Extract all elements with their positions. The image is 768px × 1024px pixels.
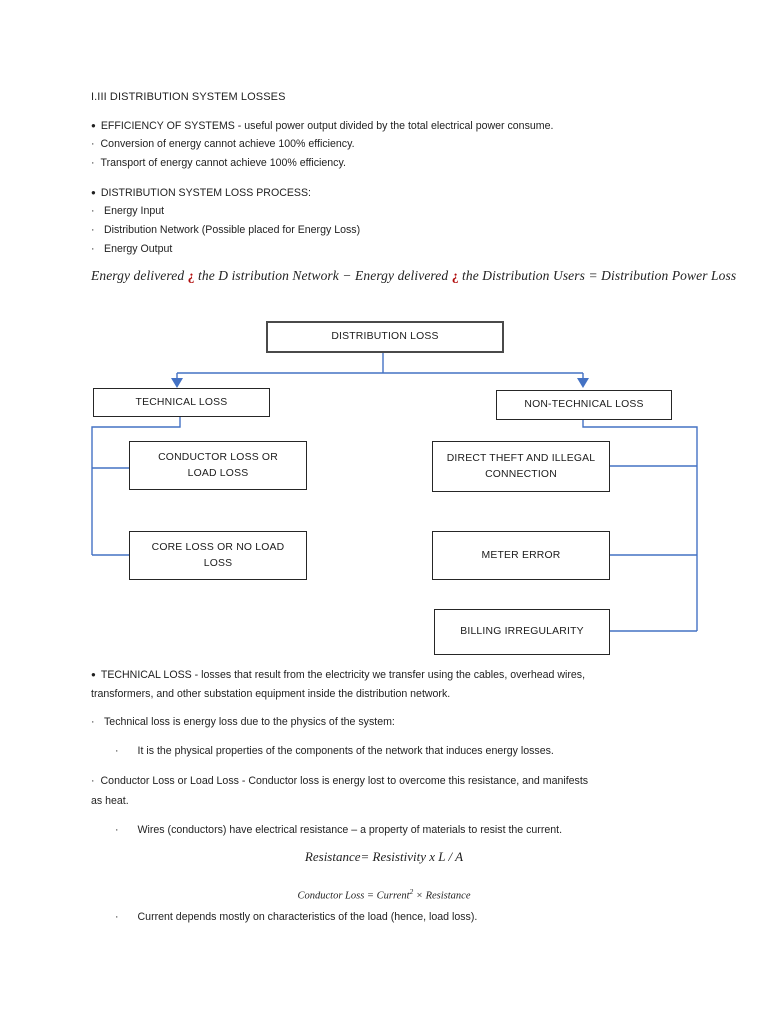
flowchart-box-core-loss: CORE LOSS OR NO LOAD LOSS — [129, 531, 307, 580]
dot-bullet-icon: · — [115, 745, 119, 757]
process-item-text: Distribution Network (Possible placed fo… — [104, 224, 361, 236]
paragraph-text: It is the physical properties of the com… — [137, 745, 554, 757]
physics-line: · Technical loss is energy loss due to th… — [91, 715, 395, 730]
arrowhead-right — [577, 378, 589, 388]
dot-bullet-icon: · — [91, 205, 95, 217]
bullet-icon: ● — [91, 188, 96, 197]
box-label: NON-TECHNICAL LOSS — [524, 399, 644, 410]
flowchart-box-distribution-loss: DISTRIBUTION LOSS — [266, 321, 504, 353]
process-heading-text: DISTRIBUTION SYSTEM LOSS PROCESS: — [100, 187, 311, 199]
physical-properties-line: · It is the physical properties of the co… — [115, 744, 554, 759]
efficiency-item-text: Transport of energy cannot achieve 100% … — [100, 157, 346, 169]
paragraph-text: Wires (conductors) have electrical resis… — [137, 824, 563, 836]
page-title: I.III DISTRIBUTION SYSTEM LOSSES — [91, 91, 286, 103]
paragraph-text: Current depends mostly on characteristic… — [137, 911, 478, 923]
process-item-input: · Energy Input — [91, 204, 164, 219]
box-label: DIRECT THEFT AND ILLEGAL CONNECTION — [447, 451, 596, 483]
flowchart-box-billing-irregularity: BILLING IRREGULARITY — [434, 609, 610, 655]
box-label: DISTRIBUTION LOSS — [331, 331, 439, 342]
bullet-icon: ● — [91, 121, 96, 130]
process-item-network: · Distribution Network (Possible placed f… — [91, 223, 360, 238]
bullet-icon: ● — [91, 670, 96, 679]
dot-bullet-icon: · — [91, 224, 95, 236]
flowchart-box-technical-loss: TECHNICAL LOSS — [93, 388, 270, 417]
conductor-loss-paragraph-line2: as heat. — [91, 794, 129, 809]
equation-error-marker: ¿ — [451, 268, 459, 283]
equation-text: Conductor Loss = Current — [297, 890, 410, 902]
arrowhead-left — [171, 378, 183, 388]
dot-bullet-icon: · — [91, 157, 95, 169]
flowchart-box-meter-error: METER ERROR — [432, 531, 610, 580]
technical-loss-paragraph-line2: transformers, and other substation equip… — [91, 687, 450, 702]
efficiency-item-transport: · Transport of energy cannot achieve 100%… — [91, 156, 346, 171]
efficiency-heading-text: EFFICIENCY OF SYSTEMS - useful power out… — [100, 120, 554, 132]
conductor-loss-paragraph-line1: · Conductor Loss or Load Loss - Conductor… — [91, 774, 588, 789]
flowchart-box-conductor-loss: CONDUCTOR LOSS OR LOAD LOSS — [129, 441, 307, 490]
wires-line: · Wires (conductors) have electrical resi… — [115, 823, 562, 838]
paragraph-text: transformers, and other substation equip… — [91, 688, 451, 700]
equation-text: Energy delivered — [91, 268, 188, 283]
dot-bullet-icon: · — [91, 243, 95, 255]
box-label-line2: LOAD LOSS — [187, 467, 249, 479]
technical-loss-paragraph-line1: ● TECHNICAL LOSS - losses that result fro… — [91, 667, 585, 683]
box-label-line2: CONNECTION — [485, 468, 557, 480]
dot-bullet-icon: · — [115, 911, 119, 923]
box-label: METER ERROR — [481, 549, 561, 561]
process-item-text: Energy Output — [104, 243, 173, 255]
efficiency-item-text: Conversion of energy cannot achieve 100%… — [100, 138, 355, 150]
box-label: TECHNICAL LOSS — [135, 396, 228, 408]
energy-balance-equation: Energy delivered ¿ the D istribution Net… — [91, 268, 736, 283]
box-label-line1: CONDUCTOR LOSS OR — [158, 451, 278, 463]
box-label: CONDUCTOR LOSS OR LOAD LOSS — [158, 450, 278, 482]
paragraph-text: as heat. — [91, 795, 129, 807]
resistance-equation: Resistance= Resistivity x L / A — [0, 849, 768, 864]
dot-bullet-icon: · — [91, 716, 95, 728]
dot-bullet-icon: · — [91, 775, 95, 787]
equation-text: the D istribution Network − Energy deliv… — [194, 268, 452, 283]
box-label: CORE LOSS OR NO LOAD LOSS — [152, 540, 285, 572]
paragraph-text: Conductor Loss or Load Loss - Conductor … — [100, 775, 589, 787]
paragraph-text: TECHNICAL LOSS - losses that result from… — [100, 669, 586, 681]
equation-text: the Distribution Users = Distribution Po… — [458, 268, 737, 283]
flowchart-connector-lines — [91, 350, 698, 632]
conductor-loss-equation: Conductor Loss = Current2 × Resistance — [0, 884, 768, 904]
dot-bullet-icon: · — [115, 824, 119, 836]
paragraph-text: Technical loss is energy loss due to the… — [104, 716, 395, 728]
box-label-line1: CORE LOSS OR NO LOAD — [151, 541, 285, 553]
equation-error-marker: ¿ — [187, 268, 195, 283]
flowchart-box-direct-theft: DIRECT THEFT AND ILLEGAL CONNECTION — [432, 441, 610, 492]
process-item-text: Energy Input — [104, 205, 165, 217]
equation-text: Resistance= Resistivity x L / A — [304, 849, 464, 864]
equation-superscript: 2 — [409, 887, 414, 896]
current-line: · Current depends mostly on characteristi… — [115, 910, 477, 925]
box-label-line1: DIRECT THEFT AND ILLEGAL — [446, 452, 596, 464]
process-heading: ● DISTRIBUTION SYSTEM LOSS PROCESS: — [91, 185, 311, 201]
box-label-line2: LOSS — [203, 557, 233, 569]
process-item-output: · Energy Output — [91, 242, 172, 257]
flowchart-box-non-technical-loss: NON-TECHNICAL LOSS — [496, 390, 672, 420]
box-label: BILLING IRREGULARITY — [460, 626, 584, 637]
efficiency-item-conversion: · Conversion of energy cannot achieve 100… — [91, 137, 355, 152]
equation-text: × Resistance — [413, 890, 471, 902]
efficiency-heading: ● EFFICIENCY OF SYSTEMS - useful power ou… — [91, 118, 553, 134]
dot-bullet-icon: · — [91, 138, 95, 150]
